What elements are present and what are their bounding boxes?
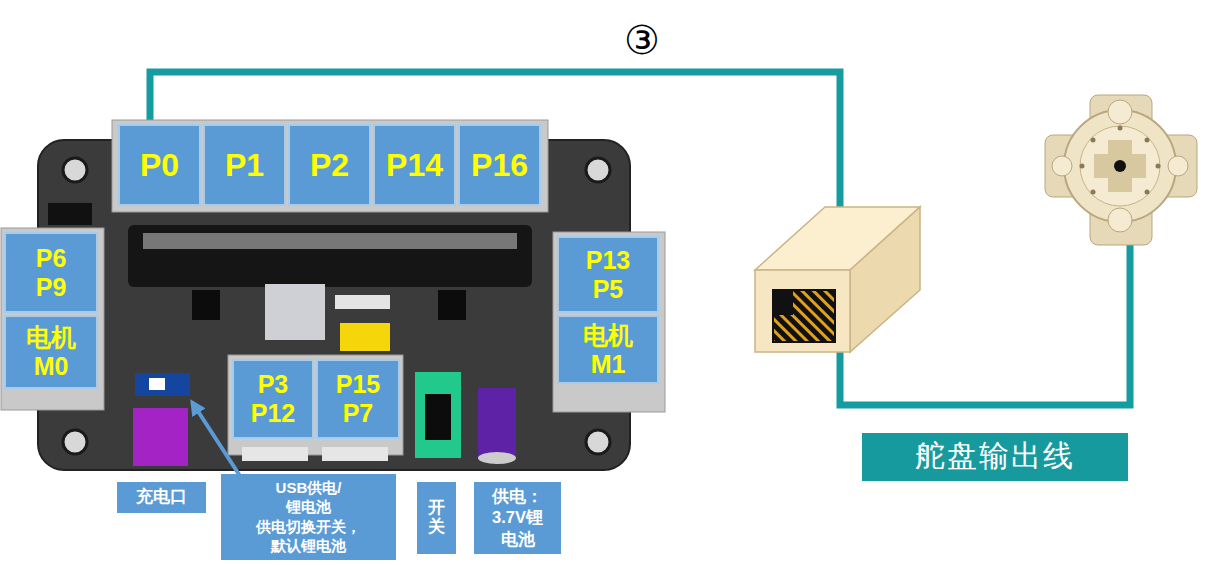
port-box: P13 P5 <box>557 236 659 313</box>
node-text: P1 <box>225 147 264 184</box>
node-text: 舵盘输出线 <box>915 437 1075 477</box>
chip <box>340 323 390 351</box>
port-box: P0 <box>118 124 201 206</box>
power-switch <box>425 394 451 440</box>
node-text: USB供电/锂电池 供电切换开关， 默认锂电池 <box>256 478 361 556</box>
port-box: P6 P9 <box>4 232 98 313</box>
port-box: P15 P7 <box>316 359 400 439</box>
title-box: 舵盘输出线 <box>862 433 1128 481</box>
port-housing <box>228 355 403 455</box>
callout-box: 开关 <box>417 482 456 554</box>
power-select-switch <box>135 373 190 396</box>
chip <box>265 284 325 340</box>
node-text: P14 <box>386 147 443 184</box>
node-text: P13 P5 <box>586 246 630 304</box>
callout-number: ③ <box>624 17 660 63</box>
motor-port-box: 电机 M1 <box>557 315 659 384</box>
charge-port <box>133 408 188 466</box>
motor-port-box: 电机 M0 <box>4 315 98 389</box>
node-text: P3 P12 <box>251 370 295 428</box>
power-select-switch <box>149 378 165 390</box>
port-box: P3 P12 <box>232 359 314 439</box>
port-box: P1 <box>203 124 286 206</box>
chip <box>335 295 390 309</box>
output-wire <box>150 72 840 218</box>
chip <box>48 203 92 225</box>
chip <box>438 290 466 320</box>
chip <box>192 290 220 320</box>
battery-socket <box>478 388 516 458</box>
power-switch <box>415 372 461 458</box>
port-housing <box>1 228 104 410</box>
node-text: 供电： 3.7V锂 电池 <box>492 486 543 550</box>
node-text: 充电口 <box>136 486 187 508</box>
node-text: 开关 <box>428 499 445 536</box>
node-text: 电机 M0 <box>26 323 76 381</box>
connector <box>322 447 388 461</box>
servo-horn <box>1045 95 1197 245</box>
port-box: P16 <box>458 124 541 206</box>
node-text: P6 P9 <box>36 244 67 302</box>
callout-box: 供电： 3.7V锂 电池 <box>474 482 561 554</box>
node-text: P2 <box>310 147 349 184</box>
battery-socket <box>478 452 516 464</box>
edge-slot <box>143 233 517 249</box>
port-box: P14 <box>373 124 456 206</box>
port-housing <box>112 120 548 212</box>
wire-connector <box>755 207 920 352</box>
node-text: 电机 M1 <box>583 321 633 379</box>
edge-slot <box>128 225 532 287</box>
connector <box>242 447 308 461</box>
callout-box: USB供电/锂电池 供电切换开关， 默认锂电池 <box>221 474 396 560</box>
node-text: P16 <box>471 147 528 184</box>
callout-box: 充电口 <box>117 482 206 513</box>
node-text: P15 P7 <box>336 370 380 428</box>
node-text: P0 <box>140 147 179 184</box>
port-box: P2 <box>288 124 371 206</box>
port-housing <box>553 232 665 412</box>
